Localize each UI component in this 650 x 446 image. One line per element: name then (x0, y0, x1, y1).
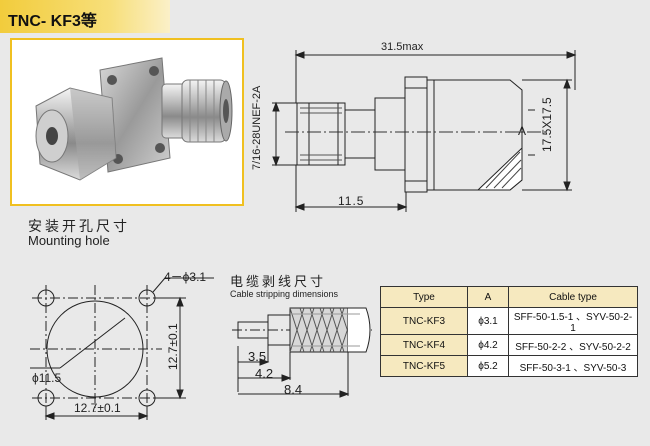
dim-strip-4-2: 4.2 (255, 366, 274, 381)
table-row: TNC-KF3 ϕ3.1 SFF-50-1.5-1 、SYV-50-2-1 (380, 307, 638, 335)
flange (404, 76, 428, 193)
dim-11-5: 11.5 (338, 194, 365, 208)
table-header-a: A (467, 286, 509, 308)
braid-shield (289, 307, 349, 353)
dim-center-hole: ϕ11.5 (32, 371, 62, 385)
table-header-type: Type (380, 286, 468, 308)
table-cell-type: TNC-KF3 (380, 307, 468, 335)
table-header-row: Type A Cable type (380, 286, 638, 308)
table-cell-type: TNC-KF5 (380, 355, 468, 377)
mounting-hole-label-cn: 安装开孔尺寸 (28, 219, 130, 235)
page-title: TNC- KF3等 (8, 13, 97, 30)
table-header-cable-type: Cable type (508, 286, 638, 308)
dim-strip-8-4: 8.4 (284, 382, 303, 397)
section-label-a: A (518, 124, 527, 138)
table-cell-a: ϕ5.2 (467, 355, 509, 377)
dim-hole-spacing-horizontal: 12.7±0.1 (74, 401, 121, 415)
table-cell-cable-type: SFF-50-1.5-1 、SYV-50-2-1 (508, 307, 638, 335)
table-cell-a: ϕ4.2 (467, 334, 509, 356)
dim-thread: 7/16-28UNEF-2A (251, 85, 263, 170)
cable-stripping-drawing (232, 307, 372, 398)
title-bar: TNC- KF3等 (0, 0, 170, 33)
table-row: TNC-KF5 ϕ5.2 SFF-50-3-1 、SYV-50-3 (380, 355, 638, 377)
stripping-label-cn: 电缆剥线尺寸 (230, 275, 327, 290)
dim-strip-3-5: 3.5 (248, 349, 267, 364)
dim-holes: 4－ϕ3.1 (164, 270, 207, 284)
mounting-hole-label-en: Mounting hole (28, 233, 110, 248)
stripping-label-en: Cable stripping dimensions (230, 289, 339, 299)
mounting-hole-drawing (30, 277, 214, 420)
dim-overall-length: 31.5max (381, 41, 424, 53)
dim-hole-spacing-vertical: 12.7±0.1 (166, 323, 180, 370)
dim-flange: 17.5X17.5 (540, 97, 554, 152)
product-photo (10, 38, 244, 206)
outer-jacket (348, 307, 371, 353)
table-cell-cable-type: SFF-50-3-1 、SYV-50-3 (508, 355, 638, 377)
table-row: TNC-KF4 ϕ4.2 SFF-50-2-2 、SYV-50-2-2 (380, 334, 638, 356)
table-cell-cable-type: SFF-50-2-2 、SYV-50-2-2 (508, 334, 638, 356)
connector-render (35, 57, 233, 181)
table-cell-type: TNC-KF4 (380, 334, 468, 356)
spec-table: Type A Cable type TNC-KF3 ϕ3.1 SFF-50-1.… (380, 286, 638, 377)
table-cell-a: ϕ3.1 (467, 307, 509, 335)
